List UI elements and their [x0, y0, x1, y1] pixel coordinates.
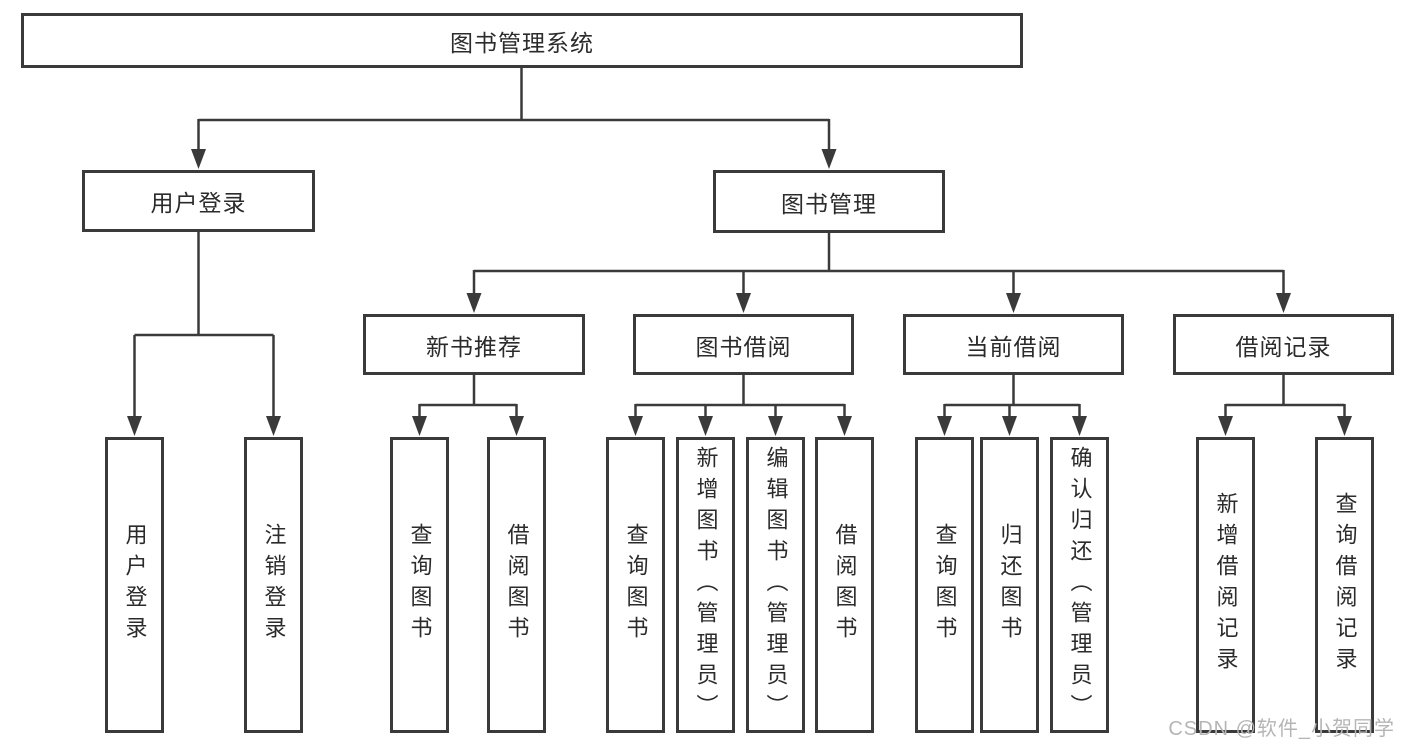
node-book-management: 图书管理	[713, 170, 945, 233]
csdn-watermark: CSDN @软件_小贺同学	[1168, 718, 1395, 740]
leaf-current-return-books: 归还图书	[980, 437, 1039, 733]
leaf-records-add-record-label: 新增借阅记录	[1213, 492, 1239, 678]
leaf-current-confirm-return-admin: 确认归还（管理员）	[1050, 437, 1109, 733]
leaf-borrowing-query-books: 查询图书	[606, 437, 665, 733]
leaf-borrowing-query-books-label: 查询图书	[623, 523, 649, 647]
leaf-recommend-borrow-books: 借阅图书	[487, 437, 546, 733]
leaf-records-query-record: 查询借阅记录	[1315, 437, 1374, 733]
leaf-recommend-query-books: 查询图书	[390, 437, 449, 733]
leaf-borrowing-edit-books-admin-label: 编辑图书（管理员）	[763, 445, 789, 725]
leaf-current-query-books-label: 查询图书	[932, 523, 958, 647]
node-book-management-label: 图书管理	[781, 190, 877, 217]
node-user-login-label: 用户登录	[150, 190, 247, 216]
leaf-user-login: 用户登录	[105, 437, 164, 733]
leaf-borrowing-edit-books-admin: 编辑图书（管理员）	[746, 437, 805, 733]
leaf-borrowing-add-books-admin: 新增图书（管理员）	[676, 437, 735, 733]
leaf-current-return-books-label: 归还图书	[997, 523, 1023, 647]
node-borrowing-records: 借阅记录	[1173, 314, 1394, 375]
node-new-book-recommend-label: 新书推荐	[426, 333, 522, 360]
leaf-borrowing-add-books-admin-label: 新增图书（管理员）	[693, 445, 719, 725]
node-new-book-recommend: 新书推荐	[363, 314, 585, 375]
node-current-borrowing: 当前借阅	[903, 314, 1124, 375]
node-book-borrowing: 图书借阅	[633, 314, 854, 375]
leaf-recommend-query-books-label: 查询图书	[407, 523, 433, 647]
node-library-management-system: 图书管理系统	[21, 13, 1023, 68]
leaf-records-query-record-label: 查询借阅记录	[1332, 492, 1358, 678]
leaf-user-login-label: 用户登录	[122, 523, 148, 647]
leaf-records-add-record: 新增借阅记录	[1196, 437, 1255, 733]
node-library-management-system-label: 图书管理系统	[450, 29, 594, 56]
leaf-recommend-borrow-books-label: 借阅图书	[504, 523, 530, 647]
leaf-current-query-books: 查询图书	[915, 437, 974, 733]
leaf-borrowing-borrow-books: 借阅图书	[815, 437, 874, 733]
node-borrowing-records-label: 借阅记录	[1235, 333, 1332, 360]
node-user-login: 用户登录	[82, 170, 315, 232]
leaf-borrowing-borrow-books-label: 借阅图书	[832, 523, 858, 647]
leaf-logout: 注销登录	[244, 437, 303, 733]
node-book-borrowing-label: 图书借阅	[695, 333, 792, 360]
leaf-logout-label: 注销登录	[261, 523, 287, 647]
node-current-borrowing-label: 当前借阅	[965, 333, 1062, 360]
leaf-current-confirm-return-admin-label: 确认归还（管理员）	[1067, 445, 1093, 725]
